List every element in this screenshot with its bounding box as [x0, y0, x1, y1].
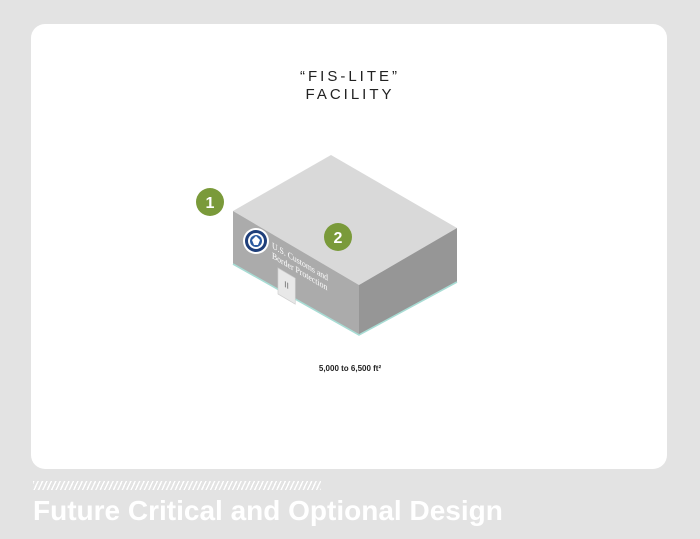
dhs-seal-icon	[243, 228, 269, 254]
callout-label-2: 2	[334, 230, 343, 247]
building-roof	[233, 155, 457, 285]
callout-badge-1: 1	[196, 188, 224, 216]
callout-badge-2: 2	[324, 223, 352, 251]
diagram-title-line1: “FIS-LITE”	[300, 68, 400, 85]
decorative-stripes	[33, 481, 321, 490]
building-base-line	[232, 263, 458, 336]
building-door	[277, 267, 296, 305]
diagram-title-line2: FACILITY	[305, 86, 395, 103]
area-label: 5,000 to 6,500 ft²	[318, 364, 382, 373]
building-side-face	[359, 228, 457, 335]
footer-title: Future Critical and Optional Design	[33, 495, 503, 526]
callout-label-1: 1	[206, 195, 215, 212]
